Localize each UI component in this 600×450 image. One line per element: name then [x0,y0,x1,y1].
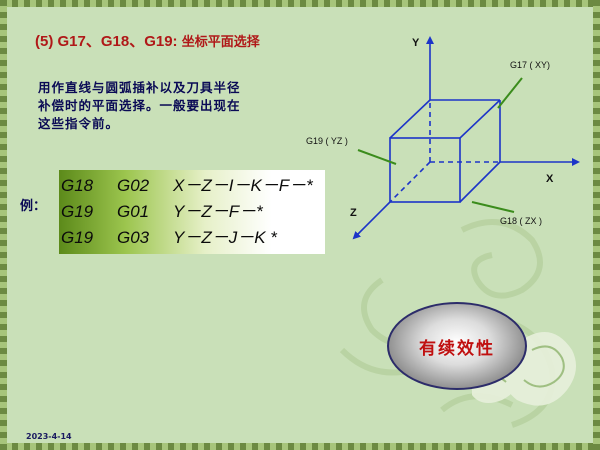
page-title: (5) G17、G18、G19: 坐标平面选择 [35,30,260,51]
axis-label-z: Z [350,207,357,219]
cube-edge-hidden [389,161,431,203]
description-line-2: 补偿时的平面选择。一般要出现在 [38,98,241,113]
title-codes: (5) G17、G18、G19: [35,33,178,50]
z-axis [352,201,391,240]
example-label: 例： [20,199,47,214]
cube-edge [459,99,501,139]
plane-label-xy: G17 ( XY) [510,60,550,70]
footer-date: 2023-4-14 [26,432,72,441]
coordinate-plane-diagram: Y X Z G17 ( XY) G19 ( YZ ) G18 ( ZX ) [306,36,580,240]
cube-front-face [389,137,461,203]
plane-zx-leader [471,201,515,213]
slide-border-right [593,0,600,450]
code-g-plane: G19 [61,202,94,221]
code-args: Y－Z－F－* [173,202,263,221]
plane-label-yz: G19 ( YZ ) [306,136,348,146]
example-code-block: G18 G02 X－Z－I－K－F－* G19 G01 Y－Z－F－* G19 … [59,170,325,254]
description-line-1: 用作直线与圆弧插补以及刀具半径 [38,80,241,95]
plane-xy-leader [497,77,523,109]
slide-border-bottom [0,443,600,450]
title-subtitle: 坐标平面选择 [181,35,260,50]
code-row: G18 G02 X－Z－I－K－F－* [59,173,325,199]
description: 用作直线与圆弧插补以及刀具半径 补偿时的平面选择。一般要出现在 这些指令前。 [38,79,308,133]
slide-border-left [0,0,7,450]
code-g-plane: G19 [61,228,94,247]
description-line-3: 这些指令前。 [38,116,120,131]
highlight-ellipse: 有续效性 [387,302,527,390]
code-g-motion: G03 [117,228,150,247]
axis-label-y: Y [412,37,420,49]
code-args: X－Z－I－K－F－* [173,176,313,195]
highlight-text: 有续效性 [419,338,495,359]
plane-yz-leader [357,149,397,165]
code-g-motion: G02 [117,176,150,195]
code-row: G19 G01 Y－Z－F－* [59,199,325,225]
plane-label-zx: G18 ( ZX ) [500,216,542,226]
slide-border-top [0,0,600,7]
code-row: G19 G03 Y－Z－J－K * [59,225,325,251]
code-args: Y－Z－J－K * [173,228,277,247]
code-g-plane: G18 [61,176,94,195]
axis-label-x: X [546,173,554,185]
cube-edge [389,99,431,139]
code-g-motion: G01 [117,202,150,221]
cube-edge [459,161,501,203]
